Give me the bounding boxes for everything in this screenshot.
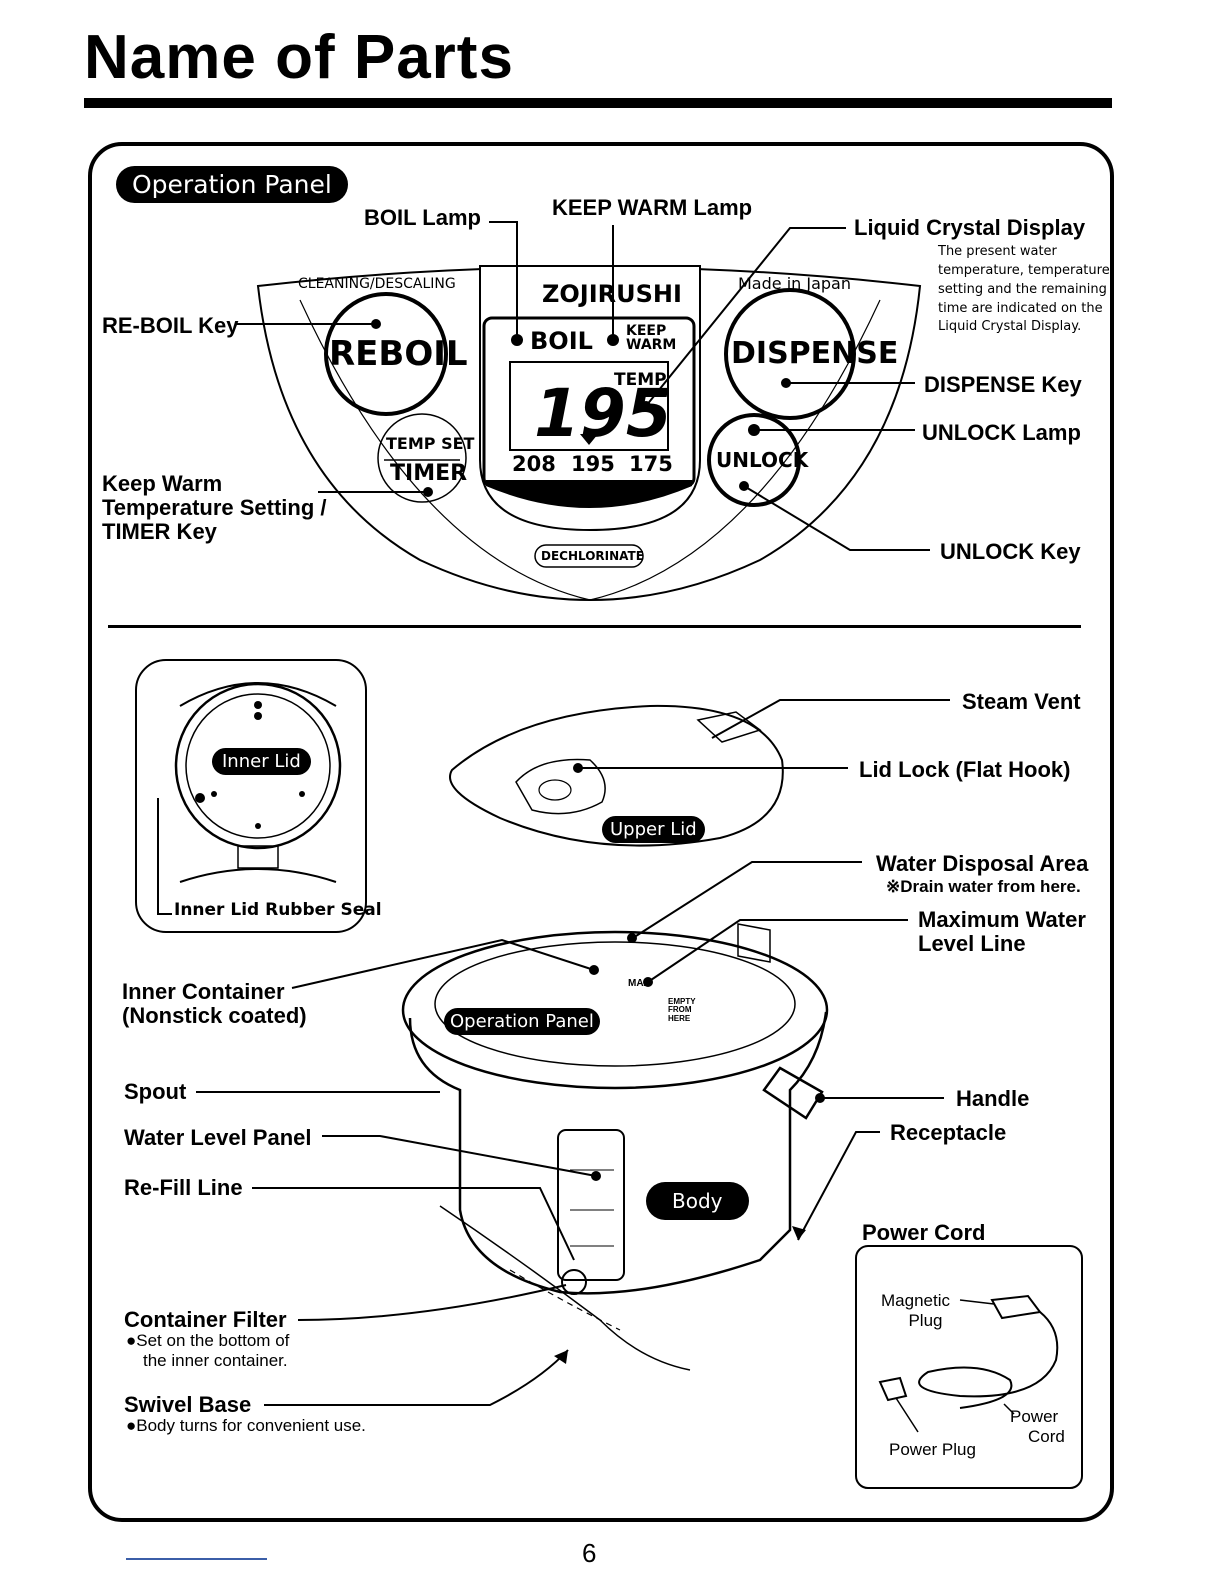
footer-link-line: [126, 1558, 267, 1560]
dechlorinate-key[interactable]: DECHLORINATE: [541, 549, 644, 563]
steam-vent-label: Steam Vent: [962, 689, 1081, 714]
boil-lamp-label: BOIL Lamp: [364, 205, 481, 230]
boil-indicator-text: BOIL: [530, 327, 593, 355]
body-tag: Body: [646, 1182, 749, 1220]
receptacle-label: Receptacle: [890, 1120, 1007, 1145]
reboil-key[interactable]: REBOIL: [329, 334, 468, 374]
keep-warm-indicator-text: KEEP WARM: [626, 323, 677, 353]
max-water-label: Maximum Water Level Line: [918, 907, 1086, 957]
lcd-description: The present water temperature, temperatu…: [938, 244, 1110, 335]
lid-lock-label: Lid Lock (Flat Hook): [859, 757, 1071, 782]
page-title: Name of Parts: [84, 23, 514, 92]
water-disposal-note: ※Drain water from here.: [886, 877, 1081, 896]
power-plug-label: Power Plug: [889, 1440, 976, 1459]
operation-panel-heading: Operation Panel: [116, 166, 348, 203]
dispense-key[interactable]: DISPENSE: [731, 336, 899, 371]
swivel-base-label: Swivel Base: [124, 1392, 252, 1417]
water-level-panel-label: Water Level Panel: [124, 1125, 312, 1150]
refill-line-label: Re-Fill Line: [124, 1175, 243, 1200]
cleaning-descaling-text: CLEANING/DESCALING: [298, 276, 456, 292]
inner-lid-tag: Inner Lid: [212, 748, 311, 775]
inner-container-label: Inner Container (Nonstick coated): [122, 979, 307, 1029]
empty-from-here-note: EMPTY FROM HERE: [668, 997, 696, 1023]
handle-label: Handle: [956, 1086, 1030, 1111]
container-filter-note: ●Set on the bottom of the inner containe…: [126, 1331, 290, 1371]
setting-195: 195: [571, 452, 615, 476]
section-divider: [108, 625, 1081, 628]
water-disposal-label: Water Disposal Area: [876, 851, 1089, 876]
power-cord-label: Power Cord: [1010, 1407, 1065, 1446]
diagram-frame: [88, 142, 1114, 1522]
unlock-key-label: UNLOCK Key: [940, 539, 1081, 564]
setting-208: 208: [512, 452, 556, 476]
unlock-key[interactable]: UNLOCK: [716, 448, 809, 472]
temp-indicator-text: TEMP: [614, 370, 667, 390]
power-cord-title: Power Cord: [862, 1220, 986, 1245]
magnetic-plug-label: Magnetic Plug: [881, 1291, 950, 1330]
upper-lid-tag: Upper Lid: [602, 816, 705, 843]
title-rule: [84, 98, 1112, 108]
lcd-digits: 195: [534, 375, 672, 452]
inner-lid-seal-label: Inner Lid Rubber Seal: [174, 900, 382, 920]
page-number: 6: [582, 1538, 597, 1568]
unlock-lamp-label: UNLOCK Lamp: [922, 420, 1081, 445]
reboil-key-label: RE-BOIL Key: [102, 313, 239, 338]
keep-warm-lamp-label: KEEP WARM Lamp: [552, 195, 753, 220]
spout-label: Spout: [124, 1079, 187, 1104]
temp-set-key[interactable]: TEMP SET: [386, 434, 475, 453]
made-in-japan-text: Made in Japan: [738, 274, 851, 293]
keep-warm-setting-label: Keep Warm Temperature Setting / TIMER Ke…: [102, 471, 327, 545]
setting-175: 175: [629, 452, 673, 476]
timer-key[interactable]: TIMER: [390, 461, 468, 486]
operation-panel-tag: Operation Panel: [444, 1008, 600, 1035]
container-filter-label: Container Filter: [124, 1307, 287, 1332]
brand-logo: ZOJIRUSHI: [542, 280, 682, 308]
swivel-base-note: ●Body turns for convenient use.: [126, 1416, 366, 1435]
dispense-key-label: DISPENSE Key: [924, 372, 1082, 397]
max-mark: MAX: [628, 978, 651, 989]
lcd-label: Liquid Crystal Display: [854, 215, 1086, 240]
